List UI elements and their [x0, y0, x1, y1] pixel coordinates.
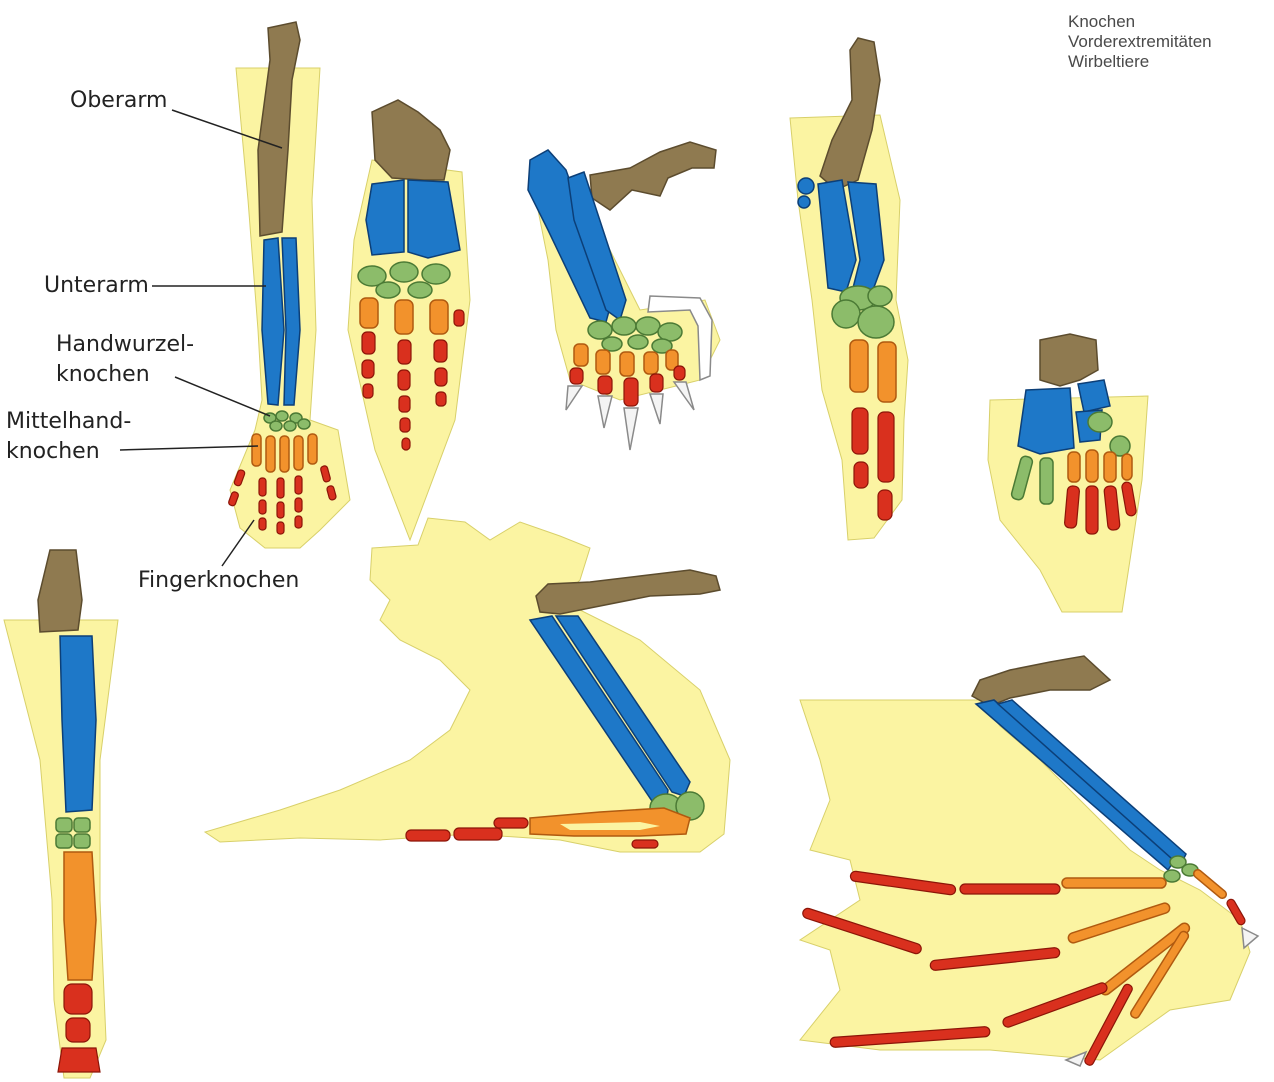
title-line-2: Vorderextremitäten [1068, 32, 1212, 52]
label-oberarm: Oberarm [70, 87, 167, 114]
hoofed-limb [4, 550, 118, 1078]
label-handwurzelknochen-line2: knochen [56, 361, 150, 388]
label-fingerknochen: Fingerknochen [138, 567, 299, 594]
digging-limb [528, 142, 720, 450]
bat-wing [800, 656, 1258, 1067]
small-limb [988, 334, 1148, 612]
label-unterarm: Unterarm [44, 272, 149, 299]
label-mittelhandknochen-line2: knochen [6, 438, 100, 465]
title-line-3: Wirbeltiere [1068, 52, 1212, 72]
reptile-limb [790, 38, 908, 540]
title-line-1: Knochen [1068, 12, 1212, 32]
diagram-title: Knochen Vorderextremitäten Wirbeltiere [1068, 12, 1212, 72]
label-handwurzelknochen-line1: Handwurzel- [56, 331, 194, 358]
paddle-limb [348, 100, 470, 540]
human-arm [228, 22, 350, 548]
label-mittelhandknochen-line1: Mittelhand- [6, 408, 131, 435]
